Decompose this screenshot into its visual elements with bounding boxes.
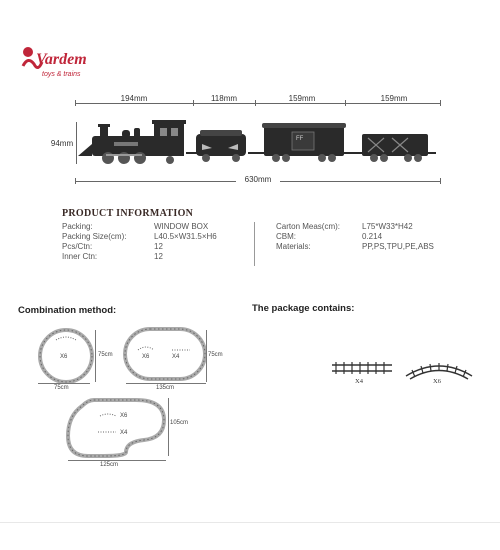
pcs-ctn-value: 12	[154, 242, 163, 251]
dimension-159-b: 159mm	[372, 94, 416, 103]
packing-size-label: Packing Size(cm):	[62, 232, 127, 241]
large-layout	[65, 398, 167, 458]
large-height: 105cm	[170, 420, 189, 426]
oval-width: 135cm	[156, 385, 175, 391]
dimension-line-top	[75, 103, 440, 104]
logo-subtext: toys & trains	[42, 71, 81, 78]
large-inner-bottom: X4	[120, 430, 128, 436]
packing-size-value: L40.5×W31.5×H6	[154, 232, 217, 241]
large-inner-top: X6	[120, 413, 128, 419]
tender	[186, 130, 246, 162]
straight-track-icon	[332, 362, 392, 374]
circle-height: 75cm	[98, 352, 113, 358]
materials-value: PP,PS,TPU,PE,ABS	[362, 242, 434, 251]
carton-meas-label: Carton Meas(cm):	[276, 222, 341, 231]
dimension-118: 118mm	[202, 94, 246, 103]
cbm-label: CBM:	[276, 232, 296, 241]
oval-inner-right: X4	[172, 354, 180, 360]
oval-height: 75cm	[208, 352, 223, 358]
circle-inner-label: X6	[60, 354, 68, 360]
oval-inner-left: X6	[142, 354, 150, 360]
dimension-height: 94mm	[50, 139, 74, 148]
train-illustration: FF	[78, 120, 436, 164]
circle-layout	[38, 328, 94, 384]
brand-logo: Vardem toys & trains	[20, 42, 100, 84]
combination-title: Combination method:	[18, 305, 117, 316]
bottom-divider	[0, 522, 500, 523]
large-width: 125cm	[100, 462, 119, 468]
inner-ctn-label: Inner Ctn:	[62, 252, 98, 261]
product-info-left: Packing: WINDOW BOX Packing Size(cm): L40.…	[62, 222, 262, 262]
curved-count: X6	[433, 378, 441, 385]
gondola-car	[344, 134, 436, 162]
oval-layout	[123, 327, 207, 381]
dimension-194: 194mm	[112, 94, 156, 103]
dimension-height-line	[76, 122, 77, 164]
dimension-total: 630mm	[236, 175, 280, 184]
product-info-title: PRODUCT INFORMATION	[62, 208, 194, 219]
dimension-159-a: 159mm	[280, 94, 324, 103]
materials-label: Materials:	[276, 242, 311, 251]
product-info-right: Carton Meas(cm): L75*W33*H42 CBM: 0.214 Ma…	[276, 222, 476, 252]
logo-text: Vardem	[36, 51, 87, 68]
svg-text:FF: FF	[296, 136, 304, 142]
carton-meas-value: L75*W33*H42	[362, 222, 413, 231]
pcs-ctn-label: Pcs/Ctn:	[62, 242, 93, 251]
info-divider	[254, 222, 255, 266]
straight-count: X4	[355, 378, 363, 385]
boxcar: FF	[248, 123, 346, 162]
cbm-value: 0.214	[362, 232, 383, 241]
packing-label: Packing:	[62, 222, 93, 231]
inner-ctn-value: 12	[154, 252, 163, 261]
package-title: The package contains:	[252, 303, 355, 314]
circle-width: 75cm	[54, 385, 69, 391]
locomotive	[78, 120, 186, 164]
packing-value: WINDOW BOX	[154, 222, 209, 231]
curved-track-icon	[405, 363, 473, 380]
